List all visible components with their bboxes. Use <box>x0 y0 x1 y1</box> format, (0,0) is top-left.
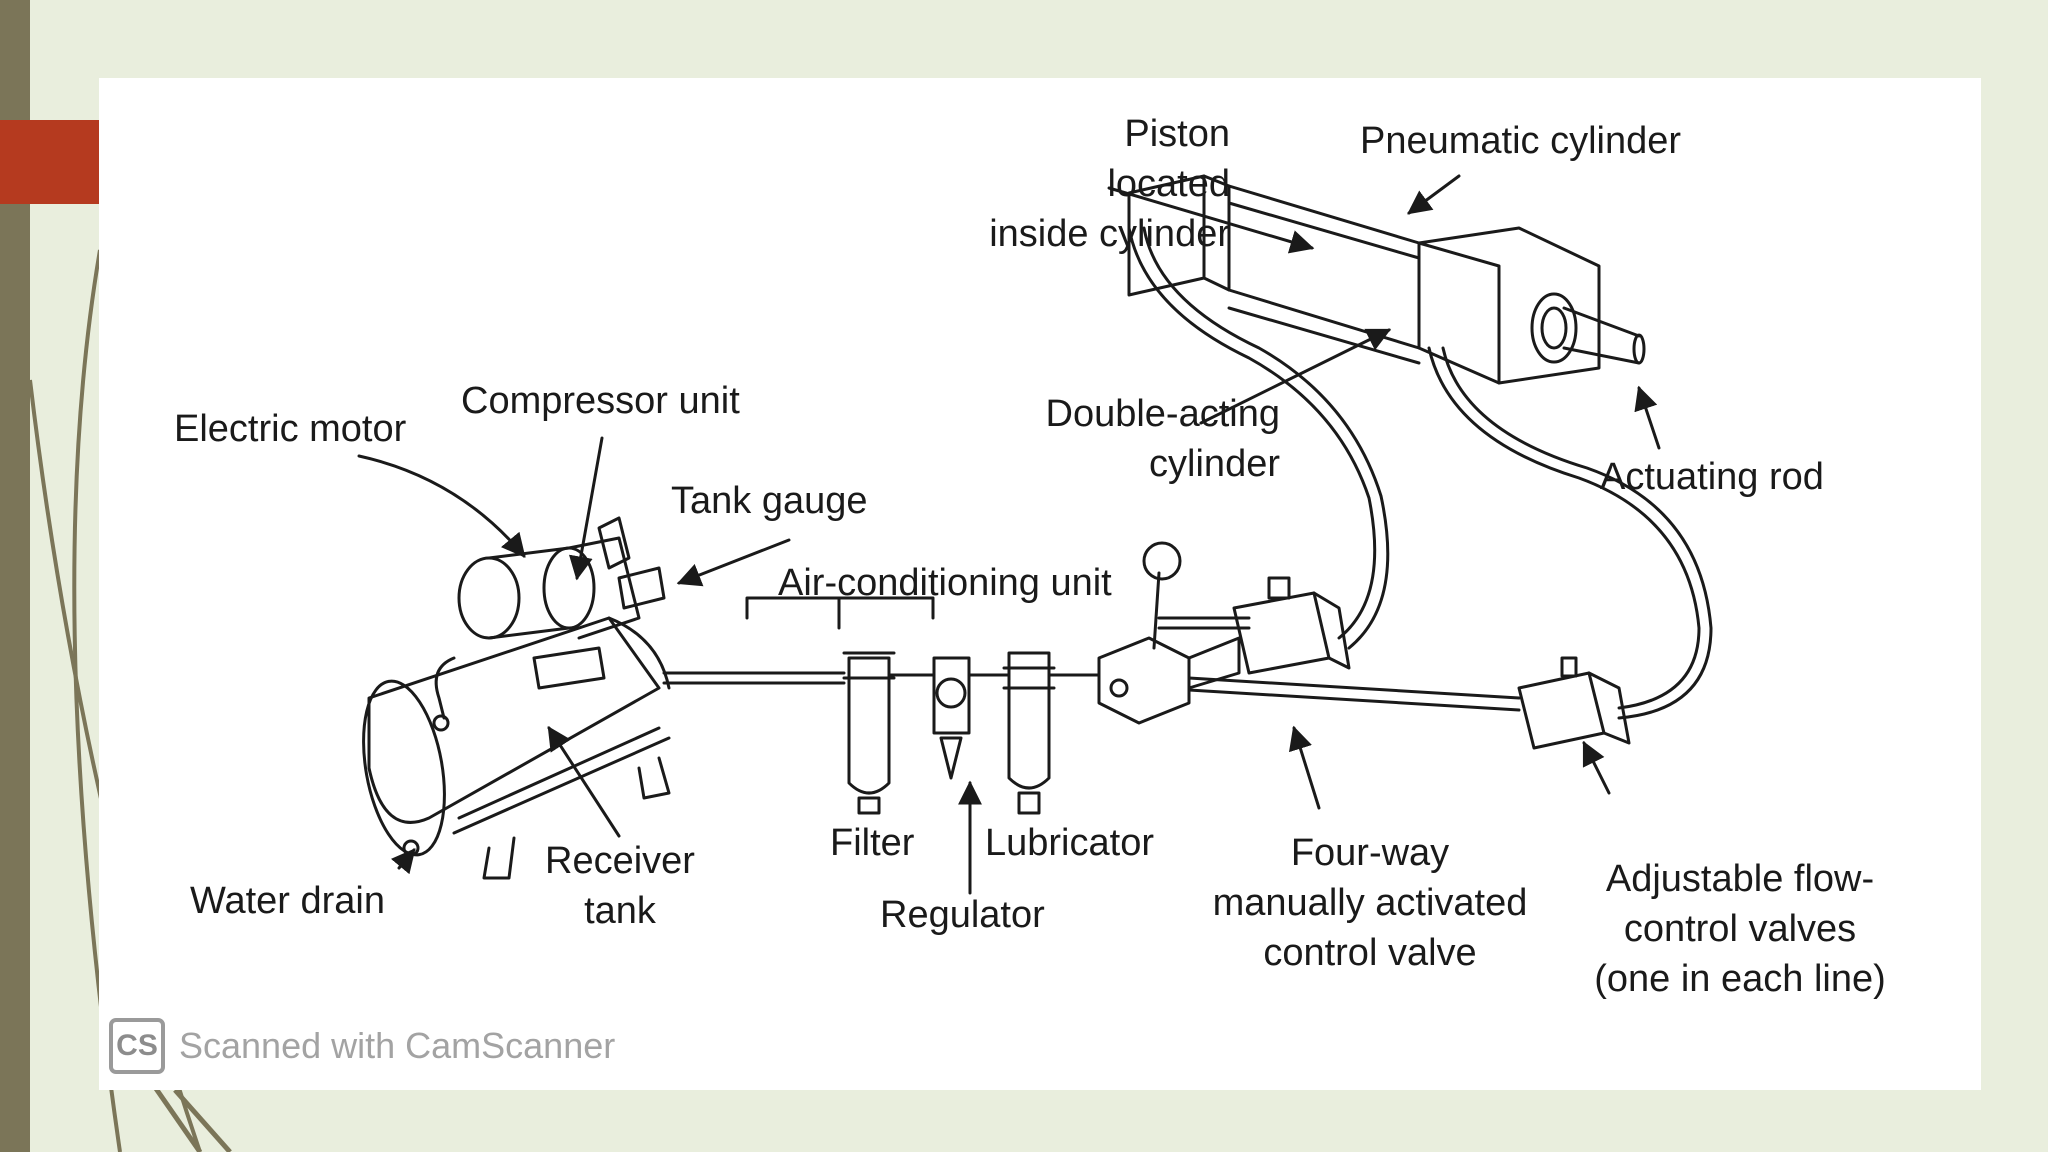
label-piston-line2: located <box>1107 163 1230 205</box>
label-actuating-rod: Actuating rod <box>1600 456 1824 498</box>
label-four-way-line3: control valve <box>1263 932 1477 974</box>
watermark-text: Scanned with CamScanner <box>179 1025 616 1066</box>
label-regulator: Regulator <box>880 894 1045 936</box>
label-receiver-tank-line2: tank <box>584 890 656 932</box>
label-electric-motor: Electric motor <box>174 408 407 450</box>
compressor-motor-shape <box>432 516 666 732</box>
flow-control-valve-1-shape <box>1232 576 1351 675</box>
label-double-acting-line1: Double-acting <box>1045 393 1280 435</box>
label-compressor-unit: Compressor unit <box>461 380 740 422</box>
label-flow-control-line1: Adjustable flow- <box>1605 858 1875 900</box>
label-pneumatic-cylinder: Pneumatic cylinder <box>1360 120 1682 162</box>
label-flow-control-line3: (one in each line) <box>1594 958 1886 1000</box>
camscanner-watermark: CS Scanned with CamScanner <box>109 1018 615 1074</box>
flow-control-valve-2-shape <box>1517 656 1631 750</box>
leader-lines <box>357 174 1661 895</box>
label-water-drain: Water drain <box>190 880 385 922</box>
camscanner-logo-icon: CS <box>109 1018 165 1074</box>
hose-2 <box>1427 346 1713 720</box>
label-air-conditioning-unit: Air-conditioning unit <box>778 562 1112 604</box>
air-conditioning-unit-shape <box>745 596 1101 815</box>
label-receiver-tank-line1: Receiver <box>545 840 695 882</box>
pneumatic-cylinder-shape <box>1127 174 1646 385</box>
label-tank-gauge: Tank gauge <box>671 480 868 522</box>
label-filter: Filter <box>830 822 915 864</box>
label-flow-control-line2: control valves <box>1623 908 1857 950</box>
diagram-panel: Piston located inside cylinder Pneumatic… <box>99 78 1981 1090</box>
receiver-tank-shape <box>362 616 671 880</box>
label-piston-line3: inside cylinder <box>989 213 1230 255</box>
label-piston-line1: Piston <box>1124 113 1230 155</box>
air-line-to-valve-2 <box>1187 676 1521 712</box>
hose-1 <box>1127 226 1390 650</box>
label-lubricator: Lubricator <box>985 822 1154 864</box>
air-line-main <box>662 671 846 685</box>
label-four-way-line2: manually activated <box>1212 882 1528 924</box>
control-valve-shape <box>1097 541 1251 725</box>
pneumatic-system-drawing <box>357 174 1713 895</box>
label-double-acting-line2: cylinder <box>1149 443 1280 485</box>
label-four-way-line1: Four-way <box>1290 832 1450 874</box>
red-accent-tab <box>0 120 100 204</box>
